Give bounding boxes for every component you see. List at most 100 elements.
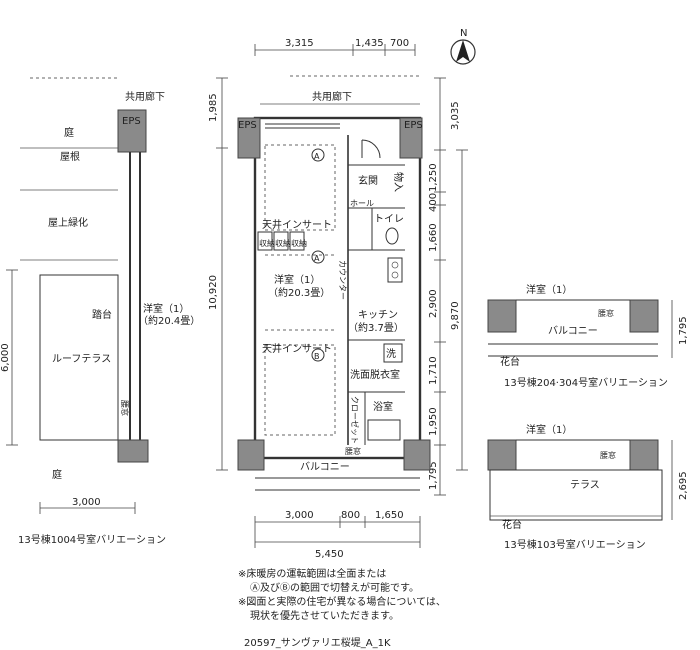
v103-flower-bed: 花台 <box>502 518 522 531</box>
note-line-2: Ⓐ及びⒷの範囲で切替えが可能です。 <box>250 583 419 594</box>
compass-north-label: N <box>460 28 467 39</box>
closet-label: クローゼット <box>350 396 360 444</box>
v1004-label-step: 踏台 <box>92 308 112 321</box>
toilet-label: トイレ <box>374 214 404 225</box>
left-dim-2: 10,920 <box>208 275 219 310</box>
right-dim-4: 1,660 <box>428 223 439 252</box>
v1004-label-rooftop-greening: 屋上緑化 <box>48 216 88 229</box>
toilet-bowl-icon <box>385 227 399 245</box>
variation-204-plan: 洋室（1） 腰窓 バルコニー 花台 1,795 13号棟204·304号室バリエ… <box>487 283 689 389</box>
bottom-dim-1: 3,000 <box>285 510 314 521</box>
v1004-label-garden-2: 庭 <box>52 468 62 481</box>
closet-label-2: 収納 <box>275 238 291 248</box>
right-dim-2: 1,250 <box>428 163 439 192</box>
right-dim-8: 1,795 <box>428 461 439 490</box>
eps-right-label: EPS <box>404 120 423 131</box>
v103-caption: 13号棟103号室バリエーション <box>504 538 646 551</box>
right-dimension-chain: 3,035 1,250 400 1,660 2,900 1,710 1,950 … <box>428 77 468 496</box>
v204-flower-bed: 花台 <box>500 355 520 368</box>
v103-room-name: 洋室（1） <box>526 423 572 436</box>
v1004-corridor-label: 共用廊下 <box>125 90 165 103</box>
room-name-label: 洋室（1） <box>274 273 320 286</box>
v1004-label-garden: 庭 <box>64 126 74 139</box>
corridor-label: 共用廊下 <box>312 90 352 103</box>
kitchen-stove-icon <box>387 257 403 283</box>
zone-a-mark-2: A <box>314 254 320 263</box>
bottom-dim-2: 800 <box>341 510 360 521</box>
bath-label: 浴室 <box>373 400 393 413</box>
bottom-dim-3: 1,650 <box>375 510 404 521</box>
small-closets: 収納 収納 収納 <box>257 231 307 251</box>
v103-terrace-area <box>489 469 663 521</box>
v1004-room-name: 洋室（1） <box>143 302 189 315</box>
variation-1004-plan: 共用廊下 EPS 庭 屋根 屋上緑化 踏台 ルーフテラス 庭 洋室（1） （約2… <box>0 77 200 546</box>
v1004-bottom-pillar <box>117 439 149 463</box>
ceiling-insert-1-label: 天井インサート <box>262 218 332 231</box>
v204-waist-window: 腰窓 <box>598 308 614 318</box>
v1004-eps-pillar <box>117 109 147 153</box>
v103-terrace: テラス <box>570 479 600 491</box>
note-line-4: 現状を優先させていただきます。 <box>250 611 399 622</box>
compass-arrow-icon <box>456 40 470 62</box>
bottom-dimension-chain: 3,000 800 1,650 5,450 <box>254 510 421 560</box>
closet-label-3: 収納 <box>291 238 307 248</box>
bottom-total-dim: 5,450 <box>315 549 344 560</box>
right-total-dim: 9,870 <box>450 301 461 330</box>
heating-zone-b <box>264 344 336 436</box>
v204-balcony: バルコニー <box>548 325 598 337</box>
eps-left-pillar <box>237 117 261 159</box>
left-dimension-chain: 1,985 10,920 <box>208 77 228 471</box>
note-line-1: ※床暖房の運転範囲は全面または <box>238 569 387 580</box>
variation-103-plan: 洋室（1） 腰窓 テラス 花台 2,695 13号棟103号室バリエーション <box>487 423 689 551</box>
entrance-label: 玄関 <box>358 174 378 187</box>
storage-label: 物入 <box>392 172 405 192</box>
v103-dim-right: 2,695 <box>678 471 689 500</box>
v1004-dim-bottom: 3,000 <box>72 497 101 508</box>
v103-waist-window: 腰窓 <box>600 450 616 460</box>
v1004-caption: 13号棟1004号室バリエーション <box>18 533 166 546</box>
v103-right-pillar <box>629 439 659 471</box>
left-dim-1: 1,985 <box>208 93 219 122</box>
note-line-3: ※図面と実際の住宅が異なる場合については、 <box>238 597 446 608</box>
top-dim-2: 1,435 <box>355 38 384 49</box>
v204-dim-right: 1,795 <box>678 316 689 345</box>
eps-left-label: EPS <box>238 120 257 131</box>
room-size-label: （約20.3畳） <box>268 286 330 299</box>
dressing-room-label: 洗面脱衣室 <box>350 368 400 381</box>
v1004-label-roof: 屋根 <box>60 150 80 163</box>
washer-label: 洗 <box>386 348 396 360</box>
right-dim-1: 3,035 <box>450 101 461 130</box>
drawing-code: 20597_サンヴァリエ桜堤_A_1K <box>244 638 391 649</box>
right-dim-6: 1,710 <box>428 356 439 385</box>
v1004-roof-terrace <box>39 274 119 441</box>
hall-label: ホール <box>350 199 374 208</box>
closet-label-1: 収納 <box>259 238 275 248</box>
bottom-right-pillar <box>403 439 431 471</box>
v1004-dim-left: 6,000 <box>0 343 11 372</box>
bathtub-icon <box>367 419 401 441</box>
waist-window-label: 腰窓 <box>345 446 361 456</box>
v1004-label-roof-terrace: ルーフテラス <box>52 353 111 365</box>
v1004-waist-window: 腰窓 <box>120 400 130 416</box>
washer-pan-icon <box>383 343 403 363</box>
v204-right-pillar <box>629 299 659 333</box>
v204-room-name: 洋室（1） <box>526 283 572 296</box>
v204-caption: 13号棟204·304号室バリエーション <box>504 376 668 389</box>
main-unit-plan: 3,315 1,435 700 1,985 10,920 <box>208 38 468 560</box>
zone-b-mark: B <box>314 352 320 361</box>
unit-outer-wall <box>253 116 422 460</box>
counter-label: カウンター <box>338 260 347 300</box>
eps-right-pillar <box>399 117 423 159</box>
top-dimension-chain: 3,315 1,435 700 <box>254 38 420 77</box>
right-dim-7: 1,950 <box>428 407 439 436</box>
right-dim-5: 2,900 <box>428 289 439 318</box>
kitchen-label: キッチン <box>358 309 398 321</box>
top-dim-3: 700 <box>390 38 409 49</box>
v204-left-pillar <box>487 299 517 333</box>
balcony-label: バルコニー <box>300 461 350 473</box>
north-compass: N <box>450 28 476 65</box>
zone-a-mark-1: A <box>314 152 320 161</box>
top-dim-1: 3,315 <box>285 38 314 49</box>
v1004-room-size: （約20.4畳） <box>138 314 200 327</box>
v103-left-pillar <box>487 439 517 471</box>
